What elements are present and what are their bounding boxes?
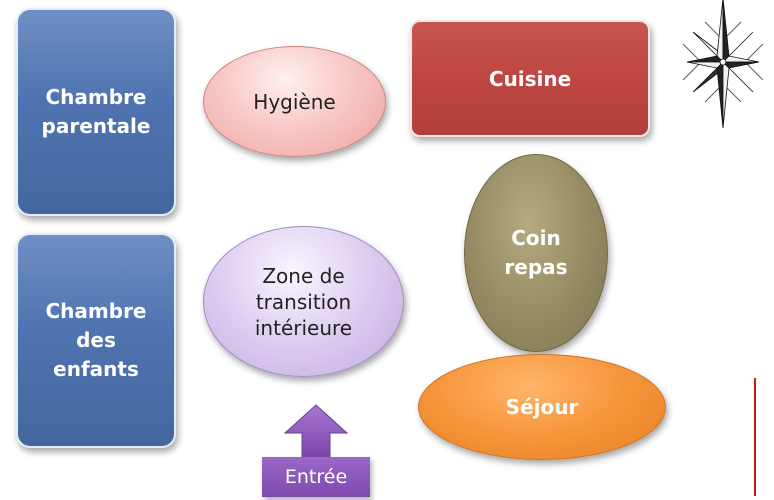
hygiene-zone: Hygiène <box>203 46 386 157</box>
parents-bedroom-label: Chambre parentale <box>41 85 151 138</box>
dining-area: Coin repas <box>464 154 608 352</box>
hygiene-label: Hygiène <box>253 89 336 114</box>
children-bedroom-label: Chambre des enfants <box>45 299 147 381</box>
red-margin-line <box>754 378 756 496</box>
kitchen: Cuisine <box>410 20 650 137</box>
up-arrow-icon <box>283 404 349 459</box>
entrance-label: Entrée <box>262 457 370 497</box>
parents-bedroom: Chambre parentale <box>16 8 176 216</box>
transition-zone: Zone de transition intérieure <box>203 226 404 377</box>
living-room: Séjour <box>418 354 666 460</box>
living-label: Séjour <box>505 395 579 419</box>
compass-rose-icon <box>682 0 764 129</box>
children-bedroom: Chambre des enfants <box>16 233 176 448</box>
dining-label: Coin repas <box>504 226 568 279</box>
entrance: Entrée <box>262 403 370 499</box>
kitchen-label: Cuisine <box>488 66 572 91</box>
transition-label: Zone de transition intérieure <box>254 263 353 340</box>
